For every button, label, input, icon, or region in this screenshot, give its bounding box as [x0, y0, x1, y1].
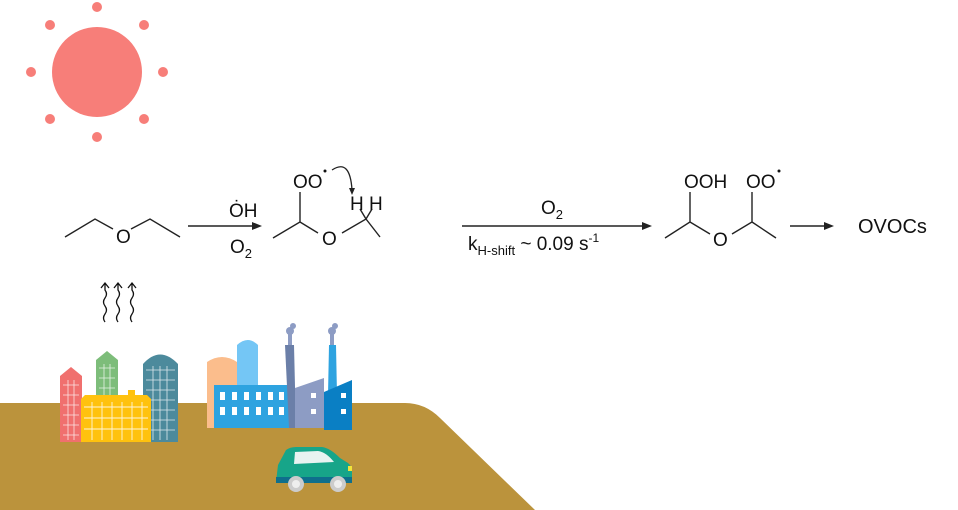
svg-text:OOH: OOH	[684, 172, 727, 193]
o2-label: O2	[541, 198, 563, 222]
product-label: OVOCs	[858, 216, 927, 238]
oh-radical-label: ȮH	[229, 200, 258, 222]
svg-text:O: O	[713, 230, 728, 251]
rate-constant-label: kH-shift ~ 0.09 s-1	[468, 231, 599, 258]
o2-label: O2	[230, 237, 252, 261]
sun-icon	[26, 2, 168, 142]
diethyl-ether-structure: O	[64, 218, 181, 248]
svg-text:OO: OO	[293, 172, 323, 193]
emission-arrows-icon	[100, 281, 137, 323]
car-icon	[276, 447, 352, 492]
hydroperoxy-peroxy-structure: OOH O OO	[664, 169, 781, 251]
city-buildings	[60, 351, 178, 442]
curved-arrow-icon	[331, 166, 353, 191]
reaction-arrow-2: O2 kH-shift ~ 0.09 s-1	[462, 198, 652, 258]
reaction-arrow-3	[790, 222, 834, 230]
reaction-arrow-1: ȮH O2	[188, 200, 262, 261]
atom-O: O	[116, 227, 131, 248]
factory	[207, 323, 352, 430]
peroxy-radical-structure: OO O H H	[272, 166, 383, 250]
svg-text:OO: OO	[746, 172, 776, 193]
svg-text:H H: H H	[350, 194, 383, 215]
svg-text:O: O	[322, 229, 337, 250]
